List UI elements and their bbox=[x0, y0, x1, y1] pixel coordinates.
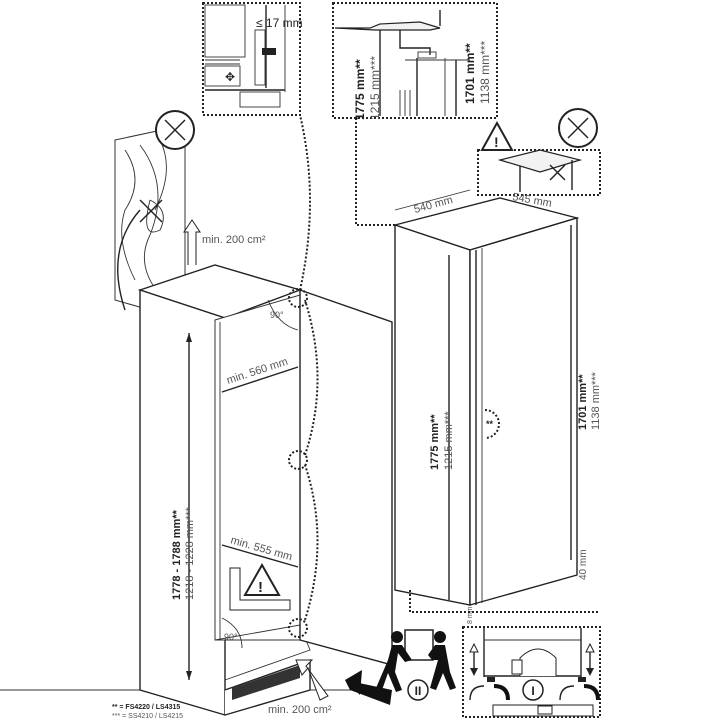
hinge-marker-label: ** bbox=[486, 419, 494, 429]
warning-square-icon: ! bbox=[229, 562, 291, 611]
wood-panel-prohibited: min. 200 cm² bbox=[114, 110, 266, 321]
two-person-carry-icon bbox=[376, 629, 456, 692]
bottom-gap-label: 40 mm bbox=[578, 549, 589, 580]
foot-gap-label: 8 mm bbox=[467, 606, 474, 624]
hinge-marker bbox=[484, 409, 500, 439]
hinge-bottom-marker bbox=[288, 618, 308, 638]
screw-icon: ✥ bbox=[225, 70, 235, 84]
hinge-top-marker bbox=[288, 288, 308, 308]
svg-text:!: ! bbox=[258, 579, 263, 596]
airflow-arrow-icon bbox=[295, 659, 329, 701]
cabinet-niche: 1778 - 1788 mm** 1218 - 1228 mm*** min. … bbox=[0, 114, 393, 716]
carry-step: II bbox=[345, 629, 456, 705]
svg-text:!: ! bbox=[494, 134, 499, 150]
appliance-height-alt: 1215 mm*** bbox=[443, 411, 455, 470]
compressor-icon bbox=[519, 648, 557, 676]
forbidden-top-inset: ! bbox=[477, 108, 601, 196]
hinge-middle-marker bbox=[288, 450, 308, 470]
niche-height-alt: 1218 - 1228 mm*** bbox=[184, 506, 196, 600]
door-height-main: 1701 mm** bbox=[577, 374, 589, 430]
warning-icon: ! bbox=[480, 120, 514, 151]
door-height-alt: 1138 mm*** bbox=[590, 371, 602, 430]
furniture-door bbox=[299, 289, 393, 666]
vent-grille bbox=[232, 665, 300, 700]
hinge-gap-label: ≤ 17 mm bbox=[256, 16, 303, 30]
top-detail-height-b-main: 1701 mm** bbox=[463, 43, 477, 104]
top-detail-height-b-alt: 1138 mm*** bbox=[478, 41, 492, 104]
top-detail-height-a-alt: 1215 mm*** bbox=[368, 56, 382, 120]
airflow-arrow-icon bbox=[183, 219, 201, 265]
angle-top-label: 90° bbox=[270, 310, 284, 320]
top-detail-inset: 1775 mm** 1215 mm*** 1701 mm** 1138 mm**… bbox=[332, 2, 498, 120]
levelling-inset: I bbox=[462, 626, 601, 718]
niche-height-main: 1778 - 1788 mm** bbox=[171, 509, 183, 600]
levelling-step-number: I bbox=[531, 684, 534, 698]
vent-bottom-label: min. 200 cm² bbox=[268, 704, 332, 716]
prohibited-icon bbox=[558, 108, 598, 148]
top-detail-height-a-main: 1775 mm** bbox=[353, 59, 367, 120]
prohibited-icon bbox=[155, 110, 195, 150]
angle-bottom-label: 90° bbox=[224, 632, 238, 642]
footnote-double-asterisk: ** = FS4220 / LS4315 bbox=[112, 704, 180, 711]
appliance: 540 mm 545 mm 1775 mm** 1215 mm*** 1701 … bbox=[355, 118, 602, 624]
footnote-triple-asterisk: *** = SS4210 / LS4215 bbox=[112, 713, 183, 720]
carry-step-number: II bbox=[415, 684, 422, 698]
hinge-detail-inset: ✥ ≤ 17 mm bbox=[202, 2, 303, 116]
adjust-foot-arrows-icon bbox=[469, 642, 600, 701]
appliance-height-main: 1775 mm** bbox=[429, 414, 441, 470]
vent-top-label: min. 200 cm² bbox=[202, 234, 266, 246]
